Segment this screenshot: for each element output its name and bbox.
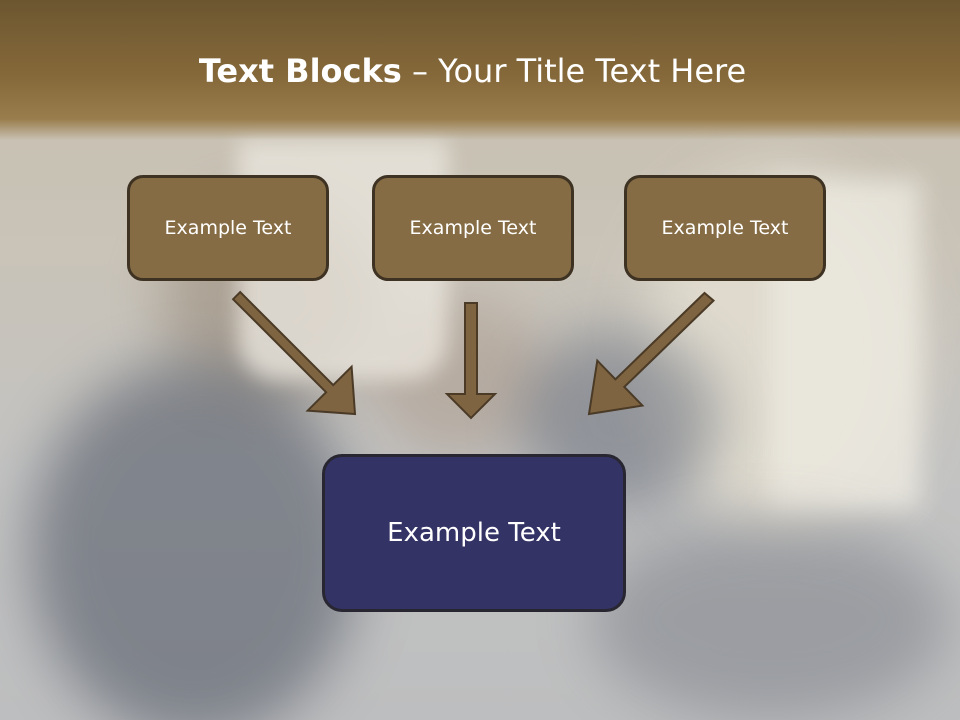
arrow-right[interactable] (587, 291, 715, 416)
source-box-center-label: Example Text (409, 217, 537, 239)
source-box-right-label: Example Text (661, 217, 789, 239)
slide-title: Text Blocks – Your Title Text Here (0, 52, 945, 90)
target-box[interactable]: Example Text (322, 454, 626, 612)
source-box-left[interactable]: Example Text (127, 175, 329, 281)
source-box-center[interactable]: Example Text (372, 175, 574, 281)
source-box-right[interactable]: Example Text (624, 175, 826, 281)
slide-title-bold: Text Blocks (198, 52, 402, 90)
title-band (0, 0, 960, 140)
source-box-left-label: Example Text (164, 217, 292, 239)
arrow-left[interactable] (231, 290, 357, 416)
slide-title-rest: – Your Title Text Here (401, 52, 747, 90)
background-lower-area (590, 520, 950, 720)
target-box-label: Example Text (387, 518, 561, 548)
background-shoulder (30, 360, 360, 720)
arrow-center[interactable] (444, 302, 498, 420)
